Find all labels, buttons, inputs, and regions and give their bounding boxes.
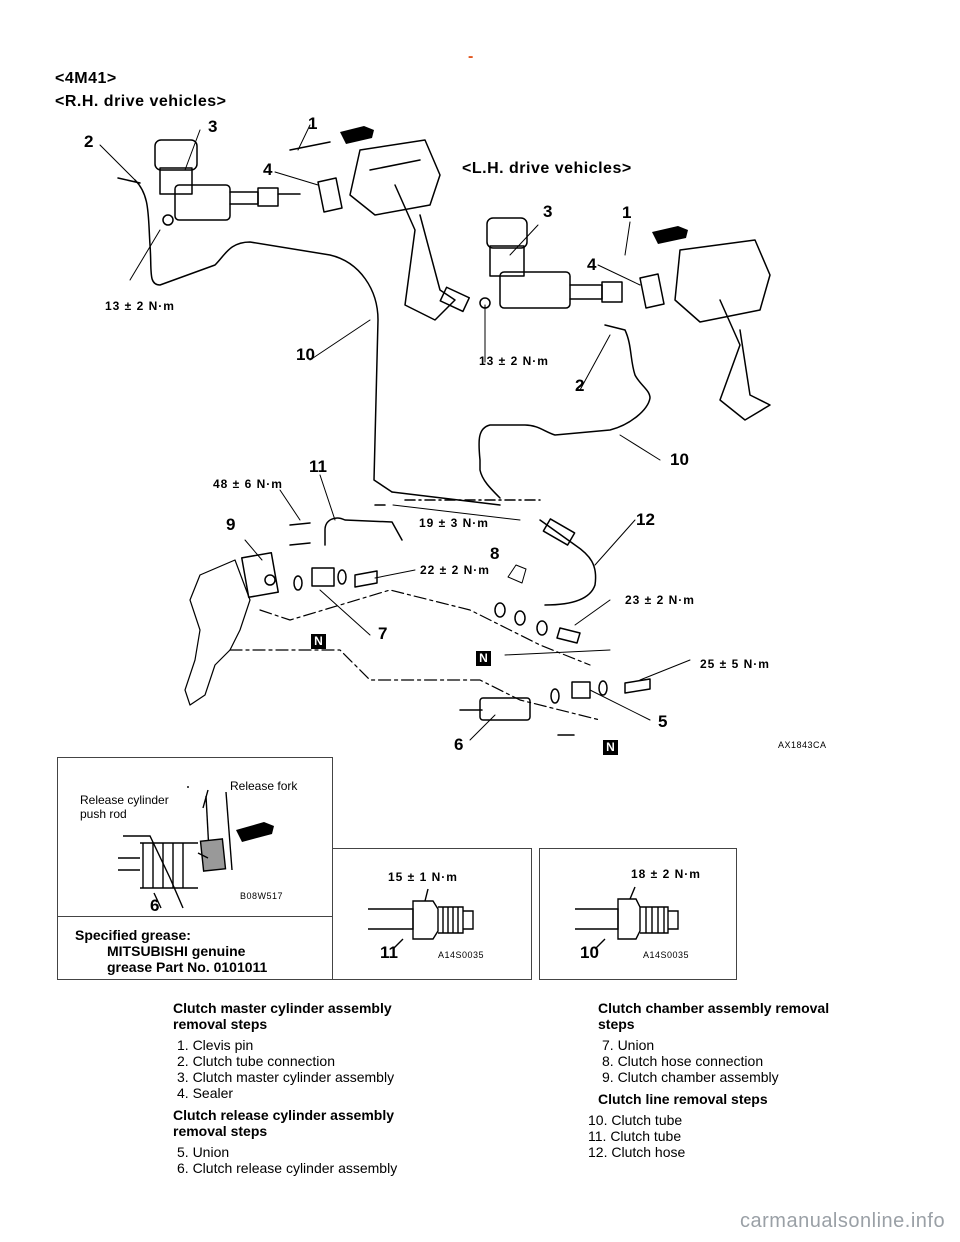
detail-callout-6: 6 xyxy=(150,896,160,915)
release-cylinder-label-1: Release cylinder xyxy=(80,793,169,807)
n-badge-icon: N xyxy=(476,651,491,666)
release-fork-detail-box: Release fork Release cylinder push rod 6… xyxy=(57,757,333,980)
grease-line-2: grease Part No. 0101011 xyxy=(107,959,268,975)
release-cylinder xyxy=(459,678,651,736)
step-item: 11. Clutch tube xyxy=(588,1128,682,1144)
callout-11: 11 xyxy=(309,457,327,476)
steps-heading-master-1: Clutch master cylinder assembly xyxy=(173,1000,392,1016)
torque-25: 25 ± 5 N·m xyxy=(700,657,770,671)
callout-4-rh: 4 xyxy=(263,160,273,179)
steps-heading-release-2: removal steps xyxy=(173,1123,268,1139)
clutch-tube-11 xyxy=(324,517,403,546)
steps-line-list: 10. Clutch tube 11. Clutch tube 12. Clut… xyxy=(588,1112,898,1160)
rh-master-cylinder xyxy=(154,139,301,226)
tube-10-union-illustration xyxy=(575,886,679,950)
steps-heading-release-1: Clutch release cylinder assembly xyxy=(173,1107,394,1123)
callout-5: 5 xyxy=(658,712,668,731)
callout-7: 7 xyxy=(378,624,388,643)
torque-13-rh: 13 ± 2 N·m xyxy=(105,299,175,313)
grease-icon-group xyxy=(340,126,688,244)
step-item: 4. Sealer xyxy=(177,1085,234,1101)
rh-clutch-tube xyxy=(134,179,393,493)
grease-line-1: MITSUBISHI genuine xyxy=(107,943,246,959)
detail-callout-10: 10 xyxy=(580,943,599,962)
figure-code-detail3: A14S0035 xyxy=(643,950,690,960)
transmission-outline xyxy=(184,559,251,706)
torque-19: 19 ± 3 N·m xyxy=(419,516,489,530)
detail-divider xyxy=(58,916,332,917)
figure-code-main: AX1843CA xyxy=(778,740,827,750)
callout-9: 9 xyxy=(226,515,236,534)
detail-callout-11: 11 xyxy=(380,943,398,962)
torque-13-lh: 13 ± 2 N·m xyxy=(479,354,549,368)
callout-2-lh: 2 xyxy=(575,376,585,395)
rh-pedal-bracket xyxy=(349,139,471,321)
step-item: 8. Clutch hose connection xyxy=(602,1053,764,1069)
callout-6: 6 xyxy=(454,735,464,754)
callout-4-lh: 4 xyxy=(587,255,597,274)
lh-pedal-bracket xyxy=(674,239,771,421)
steps-right-column: Clutch chamber assembly removal steps 7.… xyxy=(588,1000,898,1160)
release-cylinder-label-2: push rod xyxy=(80,807,127,821)
lh-drive-label: <L.H. drive vehicles> xyxy=(462,160,632,177)
torque-23: 23 ± 2 N·m xyxy=(625,593,695,607)
callout-3-rh: 3 xyxy=(208,117,218,136)
callout-8: 8 xyxy=(490,544,500,563)
engine-label: <4M41> xyxy=(55,70,117,87)
torque-48: 48 ± 6 N·m xyxy=(213,477,283,491)
lh-master-cylinder xyxy=(479,217,623,309)
steps-chamber-list: 7. Union 8. Clutch hose connection 9. Cl… xyxy=(598,1037,898,1085)
tube-11-union-illustration xyxy=(368,888,474,950)
torque-22: 22 ± 2 N·m xyxy=(420,563,490,577)
tube-10-detail-box: 18 ± 2 N·m 10 A14S0035 xyxy=(539,848,737,980)
step-item: 9. Clutch chamber assembly xyxy=(602,1069,779,1085)
page-dash: - xyxy=(468,48,474,65)
torque-18: 18 ± 2 N·m xyxy=(631,867,701,881)
rh-drive-label: <R.H. drive vehicles> xyxy=(55,93,227,110)
steps-heading-chamber-1: Clutch chamber assembly removal xyxy=(598,1000,830,1016)
callout-2-rh: 2 xyxy=(84,132,94,151)
release-fork-illustration xyxy=(118,786,274,909)
n-badge-icon: N xyxy=(603,740,618,755)
steps-left-column: Clutch master cylinder assembly removal … xyxy=(173,1000,473,1176)
steps-release-list: 5. Union 6. Clutch release cylinder asse… xyxy=(173,1144,473,1176)
callout-10-rh: 10 xyxy=(296,345,315,364)
torque-15: 15 ± 1 N·m xyxy=(388,870,458,884)
step-item: 12. Clutch hose xyxy=(588,1144,686,1160)
step-item: 2. Clutch tube connection xyxy=(177,1053,335,1069)
tube-11-detail-box: 15 ± 1 N·m 11 A14S0035 xyxy=(332,848,532,980)
callout-1-rh: 1 xyxy=(308,114,318,133)
figure-code-detail1: B08W517 xyxy=(240,891,284,901)
clutch-chamber-assembly xyxy=(241,551,378,599)
steps-heading-chamber-2: steps xyxy=(598,1016,635,1032)
watermark-text[interactable]: carmanualsonline.info xyxy=(740,1210,946,1232)
step-item: 1. Clevis pin xyxy=(177,1037,254,1053)
step-item: 6. Clutch release cylinder assembly xyxy=(177,1160,398,1176)
clutch-hose xyxy=(539,519,597,606)
figure-code-detail2: A14S0035 xyxy=(438,950,485,960)
grease-title: Specified grease: xyxy=(75,927,191,943)
callout-10-lh: 10 xyxy=(670,450,689,469)
lh-clutch-tube xyxy=(478,324,651,499)
steps-master-list: 1. Clevis pin 2. Clutch tube connection … xyxy=(173,1037,473,1101)
callout-12: 12 xyxy=(636,510,655,529)
step-item: 5. Union xyxy=(177,1144,230,1160)
clutch-exploded-diagram xyxy=(99,124,771,741)
steps-heading-line: Clutch line removal steps xyxy=(598,1091,768,1107)
steps-heading-master-2: removal steps xyxy=(173,1016,268,1032)
release-fork-label: Release fork xyxy=(230,779,298,793)
n-badge-icon: N xyxy=(311,634,326,649)
grease-spec-text: Specified grease: MITSUBISHI genuine gre… xyxy=(75,927,267,975)
step-item: 10. Clutch tube xyxy=(588,1112,683,1128)
step-item: 3. Clutch master cylinder assembly xyxy=(177,1069,395,1085)
callout-3-lh: 3 xyxy=(543,202,553,221)
step-item: 7. Union xyxy=(602,1037,655,1053)
callout-1-lh: 1 xyxy=(622,203,632,222)
